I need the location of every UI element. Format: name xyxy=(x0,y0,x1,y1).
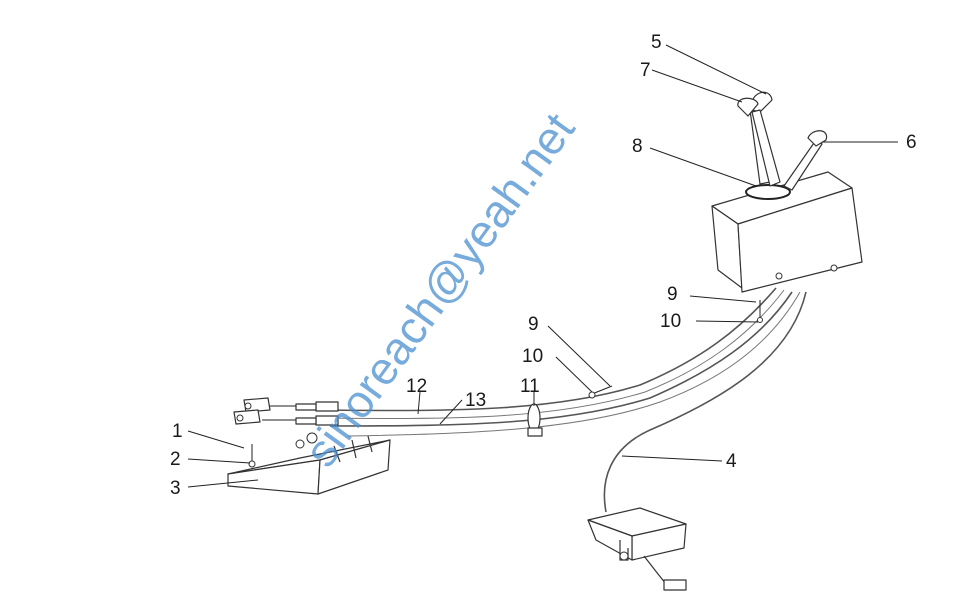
bracket-lower xyxy=(587,507,687,591)
bracket-3 xyxy=(227,432,391,495)
callout-10-center: 10 xyxy=(522,346,543,367)
cable-end-fittings xyxy=(233,397,339,426)
callout-2: 2 xyxy=(170,449,181,470)
callout-5: 5 xyxy=(651,32,662,53)
clamp-11 xyxy=(527,403,543,437)
bolt-center xyxy=(588,385,613,399)
callout-11: 11 xyxy=(520,376,540,397)
callout-10-right: 10 xyxy=(660,311,681,332)
cable-bundle xyxy=(329,287,807,513)
callout-4: 4 xyxy=(726,451,737,472)
control-box xyxy=(711,171,863,293)
watermark: sinoreach@yeah.net xyxy=(294,103,585,476)
bolt-right xyxy=(757,300,763,323)
callout-6: 6 xyxy=(906,132,917,153)
callout-1: 1 xyxy=(172,421,183,442)
bolt-1-2 xyxy=(248,444,256,468)
callout-3: 3 xyxy=(170,478,181,499)
callout-numbers: 1 2 3 4 5 6 7 8 9 10 9 10 11 12 13 xyxy=(170,32,917,499)
callout-7: 7 xyxy=(640,60,651,81)
callout-9-center: 9 xyxy=(528,314,539,335)
callout-9-right: 9 xyxy=(667,284,678,305)
leader-lines xyxy=(187,44,898,488)
lever-6 xyxy=(783,130,828,191)
callout-13: 13 xyxy=(465,390,486,411)
lever-7 xyxy=(737,97,781,187)
callout-12: 12 xyxy=(406,376,427,397)
callout-8: 8 xyxy=(632,136,643,157)
